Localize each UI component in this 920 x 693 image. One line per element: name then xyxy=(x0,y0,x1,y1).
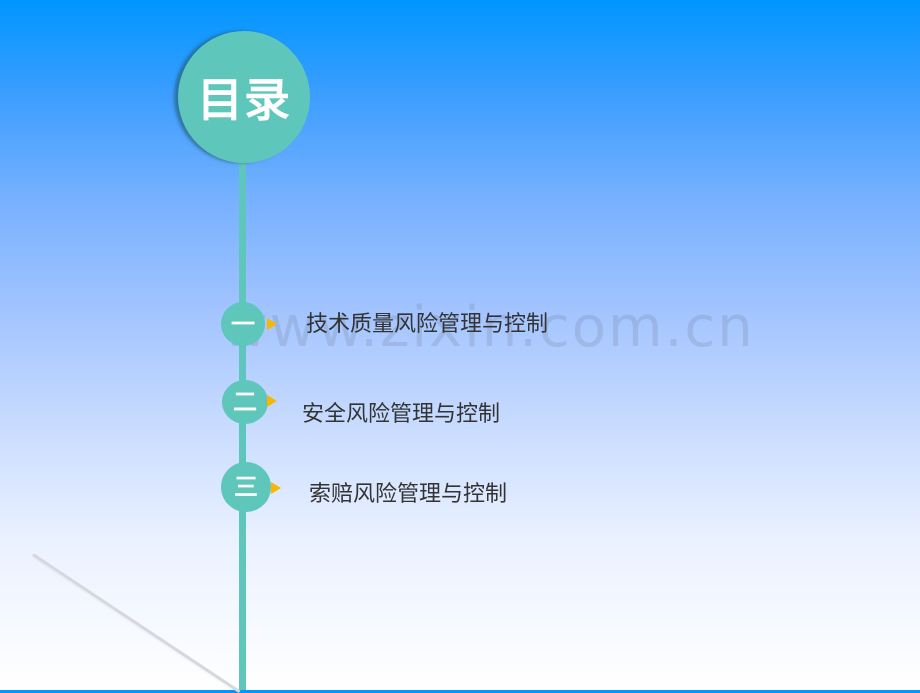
toc-node-3: 三 xyxy=(221,462,271,512)
decorative-diagonal-line xyxy=(32,553,241,693)
page-title: 目录 xyxy=(197,73,291,127)
arrow-right-icon xyxy=(267,395,277,407)
toc-number-2: 二 xyxy=(233,388,257,416)
toc-node-2: 二 xyxy=(222,380,268,424)
arrow-right-icon xyxy=(271,482,281,494)
toc-item-2[interactable]: 安全风险管理与控制 xyxy=(302,402,501,427)
toc-node-1: 一 xyxy=(221,302,265,346)
toc-number-3: 三 xyxy=(234,473,258,501)
toc-number-1: 一 xyxy=(231,310,255,338)
toc-item-1[interactable]: 技术质量风险管理与控制 xyxy=(306,312,549,337)
arrow-right-icon xyxy=(267,318,277,330)
title-circle: 目录 xyxy=(178,31,310,163)
toc-item-3[interactable]: 索赔风险管理与控制 xyxy=(309,482,508,507)
